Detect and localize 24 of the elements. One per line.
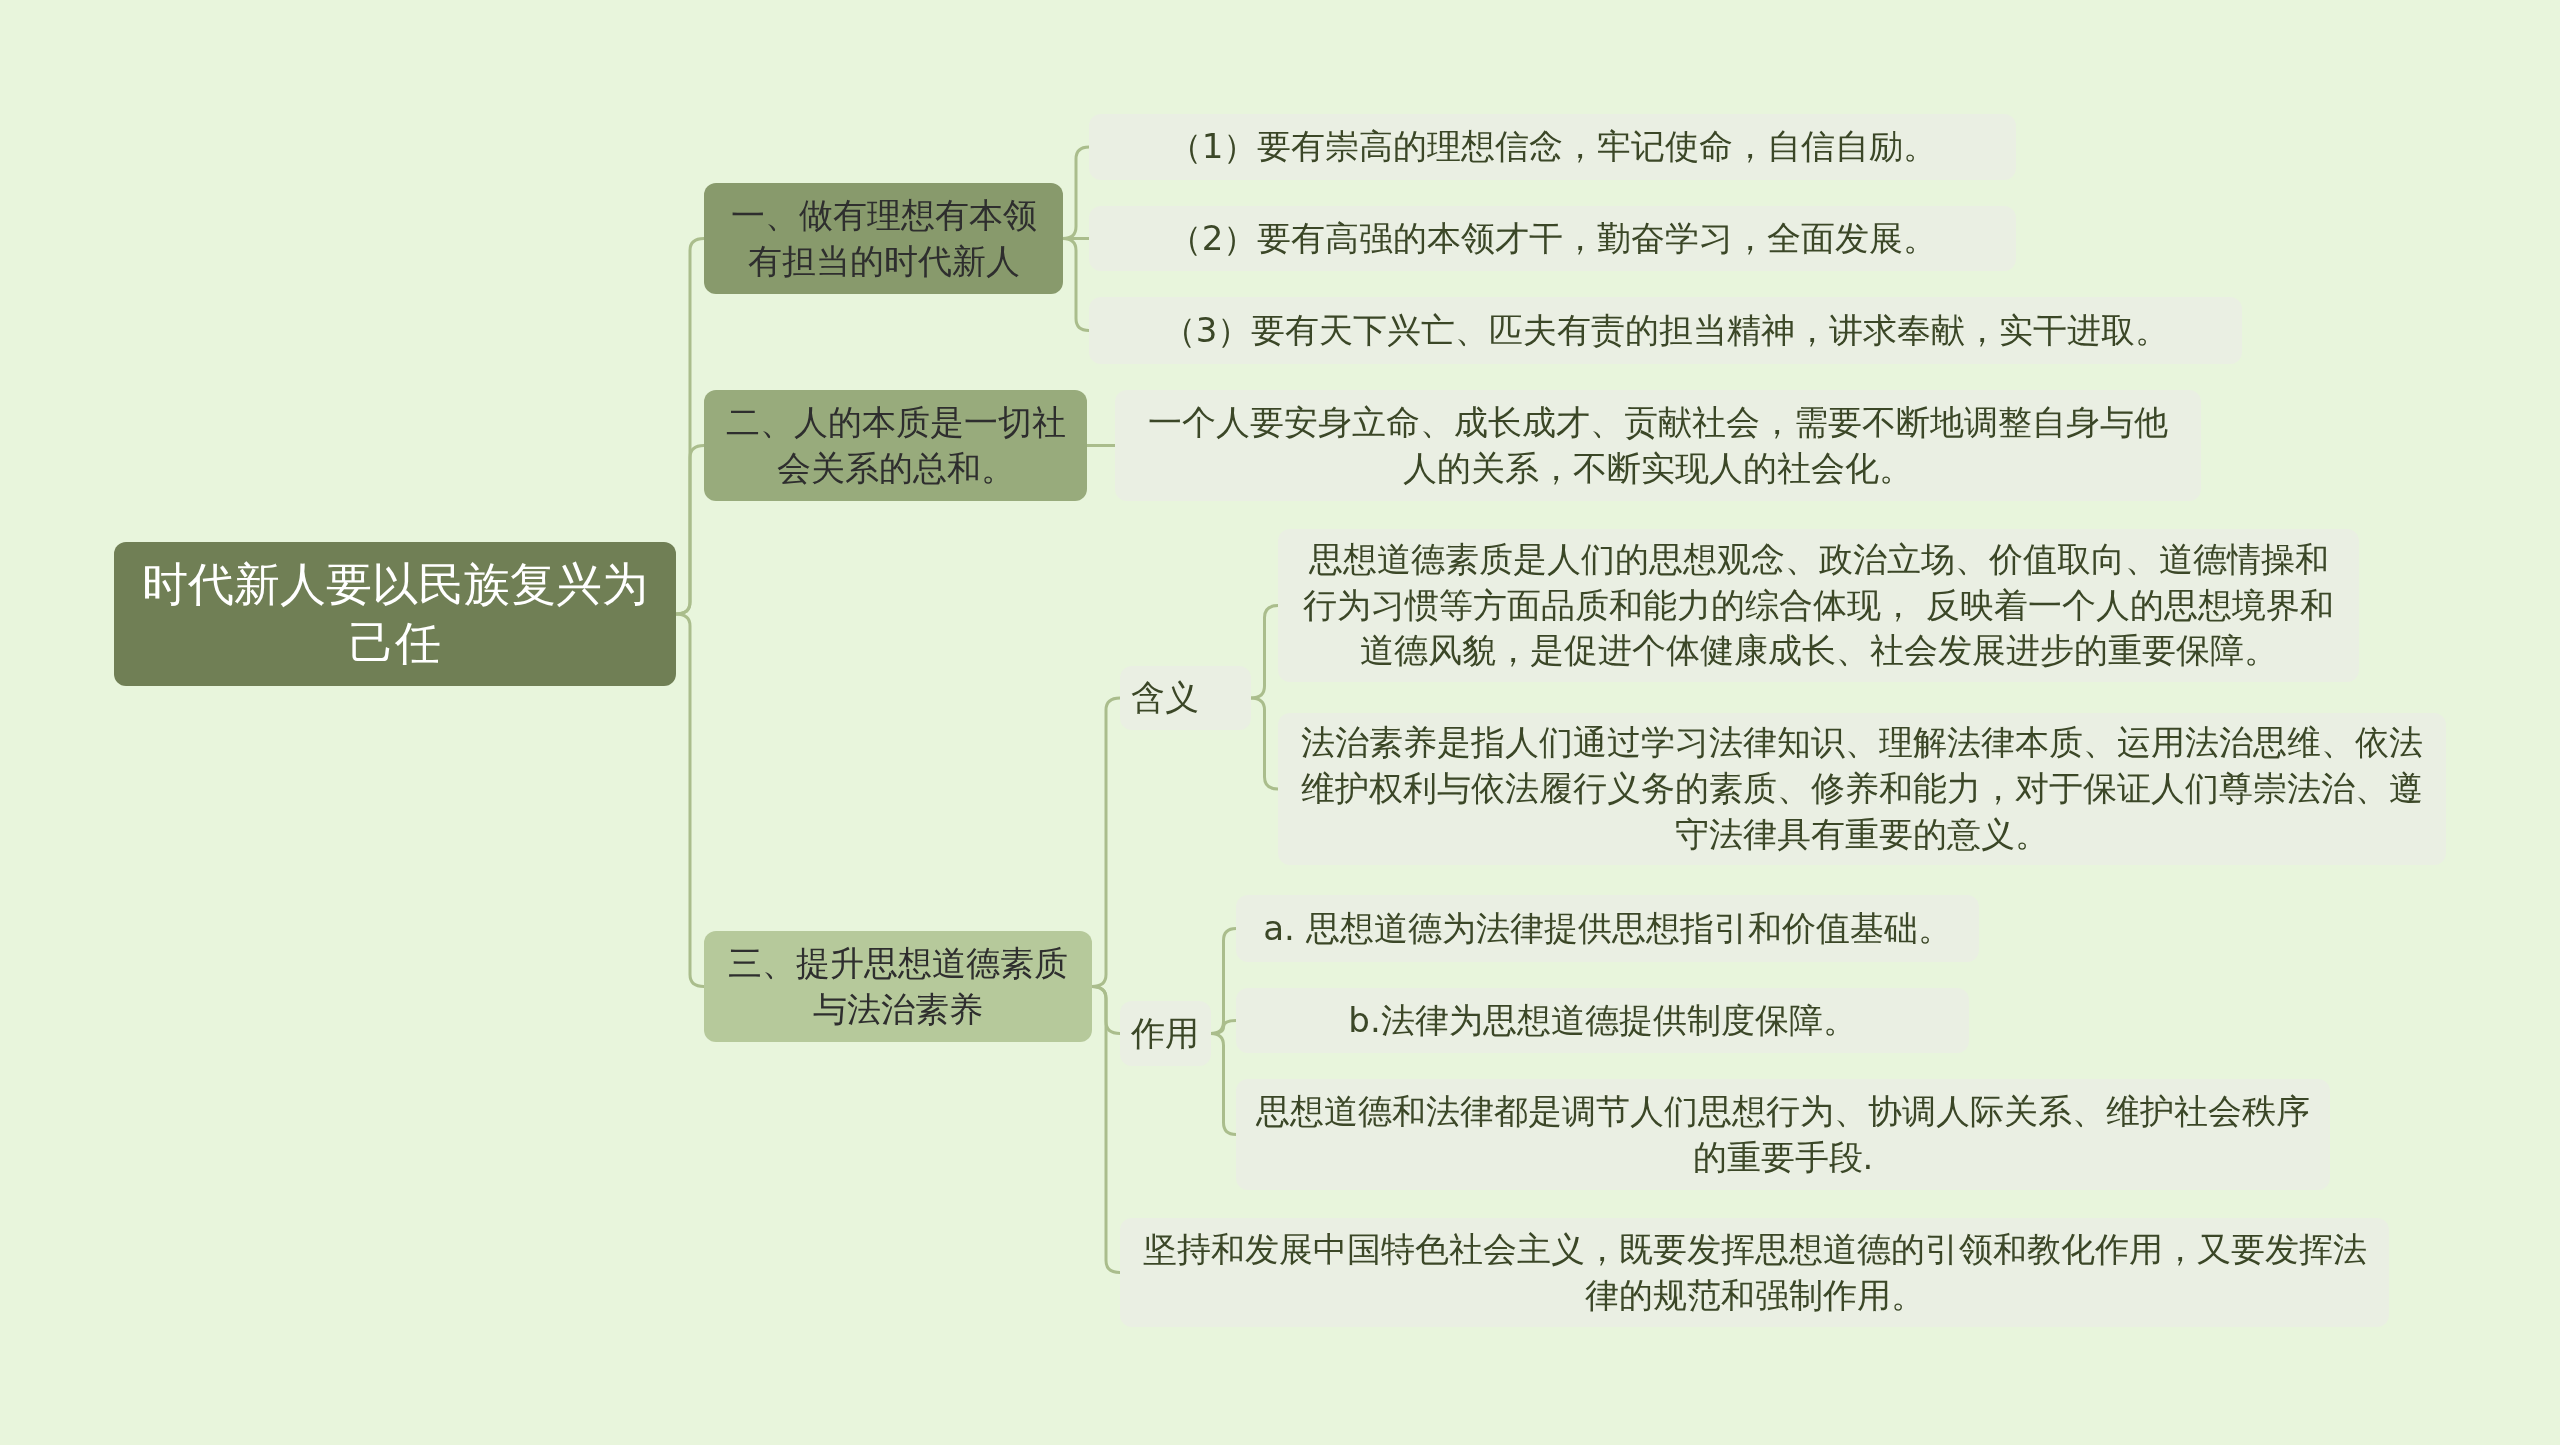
connector-line (1250, 696, 1279, 791)
subtopic-box: 法治素养是指人们通过学习法律知识、理解法律本质、运用法治思维、依法维护权利与依法履行义务的素质、修养和能力，对于保证人们尊崇法治、遵守法律具有重要的意义。 (1278, 713, 2446, 865)
connector-line (1062, 237, 1090, 332)
subtopic-box: （1）要有崇高的理想信念，牢记使命，自信自励。 (1089, 114, 2016, 180)
connector-line (675, 612, 705, 988)
subtopic-box: 作用 (1120, 1001, 1211, 1066)
subtopic-box: 思想道德素质是人们的思想观念、政治立场、价值取向、道德情操和行为习惯等方面品质和能力的综合体现， 反映着一个人的思想境界和道德风貌，是促进个体健康成长、社会发展进步的重要保障。 (1278, 529, 2359, 682)
connector-line (675, 444, 705, 616)
subtopic-box: 思想道德和法律都是调节人们思想行为、协调人际关系、维护社会秩序的重要手段. (1236, 1079, 2330, 1190)
connector-line (1091, 985, 1121, 1274)
connector-line (1250, 604, 1279, 700)
connector-line (1087, 444, 1115, 447)
subtopic-box: 一个人要安身立命、成长成才、贡献社会，需要不断地调整自身与他人的关系，不断实现人的社会化。 (1115, 390, 2201, 501)
connector-line (1210, 1032, 1237, 1136)
subtopic-box: 坚持和发展中国特色社会主义，既要发挥思想道德的引领和教化作用，又要发挥法律的规范和强制作用。 (1120, 1218, 2389, 1327)
central-topic-box: 时代新人要以民族复兴为己任 (114, 542, 676, 686)
main-topic-box: 二、人的本质是一切社会关系的总和。 (704, 390, 1087, 501)
main-topic-box: 三、提升思想道德素质与法治素养 (704, 931, 1092, 1042)
subtopic-box: （2）要有高强的本领才干，勤奋学习，全面发展。 (1089, 206, 2016, 271)
subtopic-box: 含义 (1120, 666, 1251, 730)
subtopic-box: b.法律为思想道德提供制度保障。 (1236, 988, 1969, 1053)
main-topic-box: 一、做有理想有本领有担当的时代新人 (704, 183, 1063, 294)
subtopic-box: a. 思想道德为法律提供思想指引和价值基础。 (1236, 895, 1979, 962)
subtopic-box: （3）要有天下兴亡、匹夫有责的担当精神，讲求奉献，实干进取。 (1089, 297, 2242, 364)
